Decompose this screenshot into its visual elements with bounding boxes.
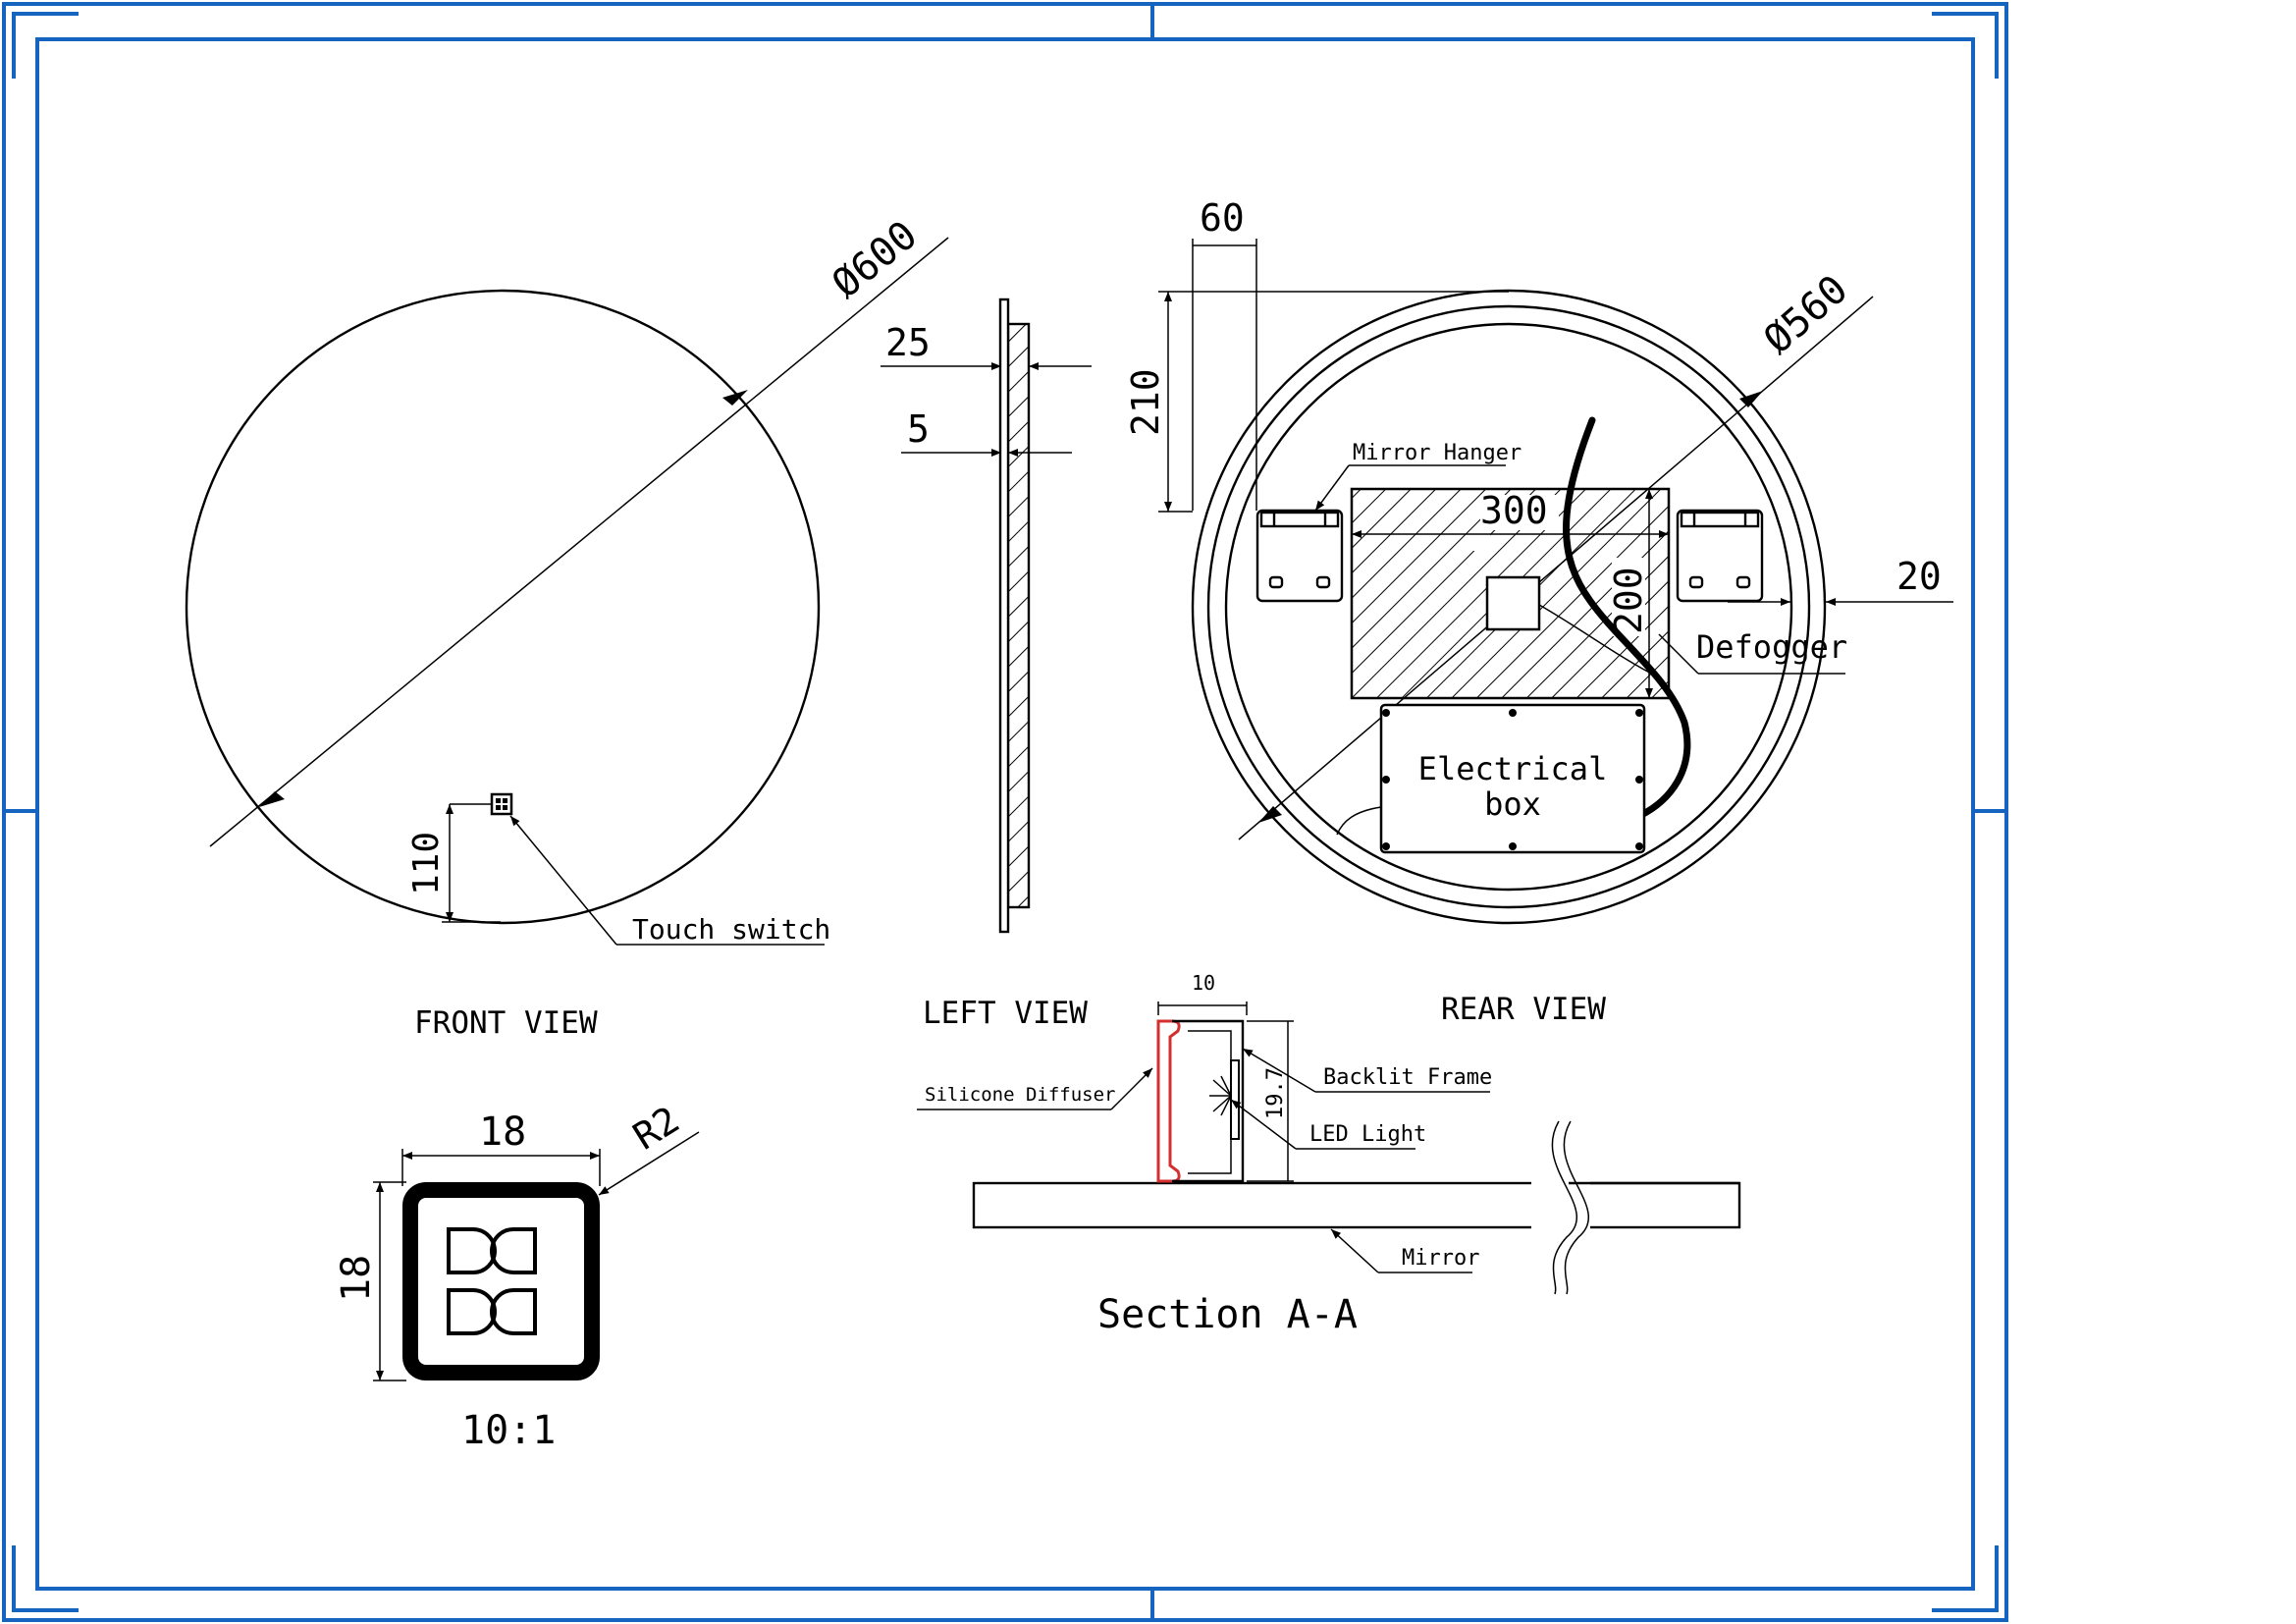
mirror-label: Mirror (1402, 1246, 1479, 1271)
diameter-arrow-upper (722, 390, 748, 406)
inner-diameter-label: Ø560 (1755, 267, 1856, 363)
mirror-hanger-right (1676, 509, 1764, 603)
section-width-label: 10 (1192, 971, 1215, 995)
rear-outer-circle (1191, 289, 1827, 925)
section-break-line-2 (1563, 1120, 1590, 1295)
defogger-width-label-bg (1480, 495, 1559, 530)
mirror-hanger-leader (1314, 464, 1350, 512)
height210-label: 210 (1124, 368, 1167, 436)
defogger-height-label: 200 (1607, 567, 1650, 634)
diameter-arrow-lower (259, 791, 285, 807)
backlit-frame-leader (1242, 1048, 1316, 1093)
touch-switch-leader (509, 815, 617, 946)
power-cable (1563, 416, 1691, 819)
center-marks (4, 4, 2006, 1620)
rear-view: 60 210 Ø560 Mirror Hanger (1124, 196, 1953, 1027)
switch-width-label: 18 (479, 1110, 526, 1155)
mirror-leader (1330, 1228, 1379, 1273)
backlit-frame-profile (1172, 1019, 1245, 1183)
defogger-width-label: 300 (1480, 489, 1548, 532)
section-break-line-1 (1551, 1120, 1578, 1295)
switch-detail-outline (402, 1182, 600, 1380)
led-light-leader (1230, 1099, 1297, 1150)
defogger-height-label-bg (1612, 558, 1645, 636)
left-glass-section (998, 298, 1010, 934)
touch-switch-label: Touch switch (632, 913, 830, 946)
hanger-offset-label: 60 (1200, 196, 1245, 240)
section-height-label: 19.7 (1263, 1067, 1288, 1119)
section-title: Section A-A (1097, 1292, 1358, 1337)
left-frame-section (1006, 322, 1031, 909)
electrical-box-label-line2: box (1484, 785, 1541, 823)
rear-view-title: REAR VIEW (1441, 992, 1606, 1027)
defogger-label: Defogger (1696, 628, 1847, 666)
electrical-box (1379, 703, 1646, 854)
mirror-hanger-left (1255, 509, 1344, 603)
section-a-a: 10 19.7 Silicone Diffuser Backlit Frame … (917, 971, 1741, 1337)
front-view-title: FRONT VIEW (414, 1005, 598, 1041)
silicone-diffuser-profile (1156, 1019, 1181, 1183)
switch-detail: 18 18 R2 10:1 (334, 1098, 700, 1453)
rear-inner-circle (1224, 322, 1793, 892)
electrical-box-label-line1: Electrical (1418, 750, 1608, 787)
thickness25-label: 25 (885, 321, 931, 364)
silicone-diffuser-leader (1110, 1067, 1153, 1110)
inner-diameter-arrow-lower (1258, 806, 1282, 823)
frame-offset-label: 20 (1896, 555, 1942, 598)
defogger-connector (1485, 575, 1541, 631)
electrical-box-wire (1336, 806, 1382, 836)
front-view: Ø600 110 Touch switch FRONT VIEW (185, 212, 949, 1041)
led-light-label: LED Light (1309, 1122, 1426, 1147)
backlit-frame-label: Backlit Frame (1323, 1065, 1492, 1090)
touch-switch-icon (490, 792, 513, 816)
led-light-icon (1209, 1075, 1232, 1116)
corner-marks (12, 12, 1999, 1612)
front-diameter-label: Ø600 (824, 212, 926, 306)
electrical-box-screws (1382, 709, 1643, 850)
drawing-frame (2, 2, 2008, 1622)
switch-detail-scale: 10:1 (461, 1408, 556, 1453)
section-mirror (972, 1181, 1741, 1229)
inner-diameter-arrow-upper (1739, 391, 1763, 407)
thickness5-label: 5 (907, 407, 930, 451)
rear-frame-circle (1206, 304, 1811, 909)
front-mirror-outline (185, 289, 821, 925)
inner-border (35, 37, 1975, 1591)
left-view: 25 5 LEFT VIEW (881, 298, 1092, 1031)
defogger-wire (1538, 604, 1660, 678)
switch-radius-leader (598, 1131, 700, 1196)
front-diameter-line (209, 237, 949, 847)
switch-height-label: 110 (406, 832, 447, 895)
switch-radius-label: R2 (625, 1098, 686, 1159)
left-view-title: LEFT VIEW (923, 996, 1088, 1031)
section-break-gap (1531, 1119, 1590, 1296)
mirror-hanger-label: Mirror Hanger (1353, 441, 1522, 465)
switch-height-detail-label: 18 (334, 1255, 379, 1302)
silicone-diffuser-label: Silicone Diffuser (925, 1084, 1115, 1106)
switch-detail-icon (447, 1227, 537, 1335)
defogger-leader (1658, 633, 1699, 675)
